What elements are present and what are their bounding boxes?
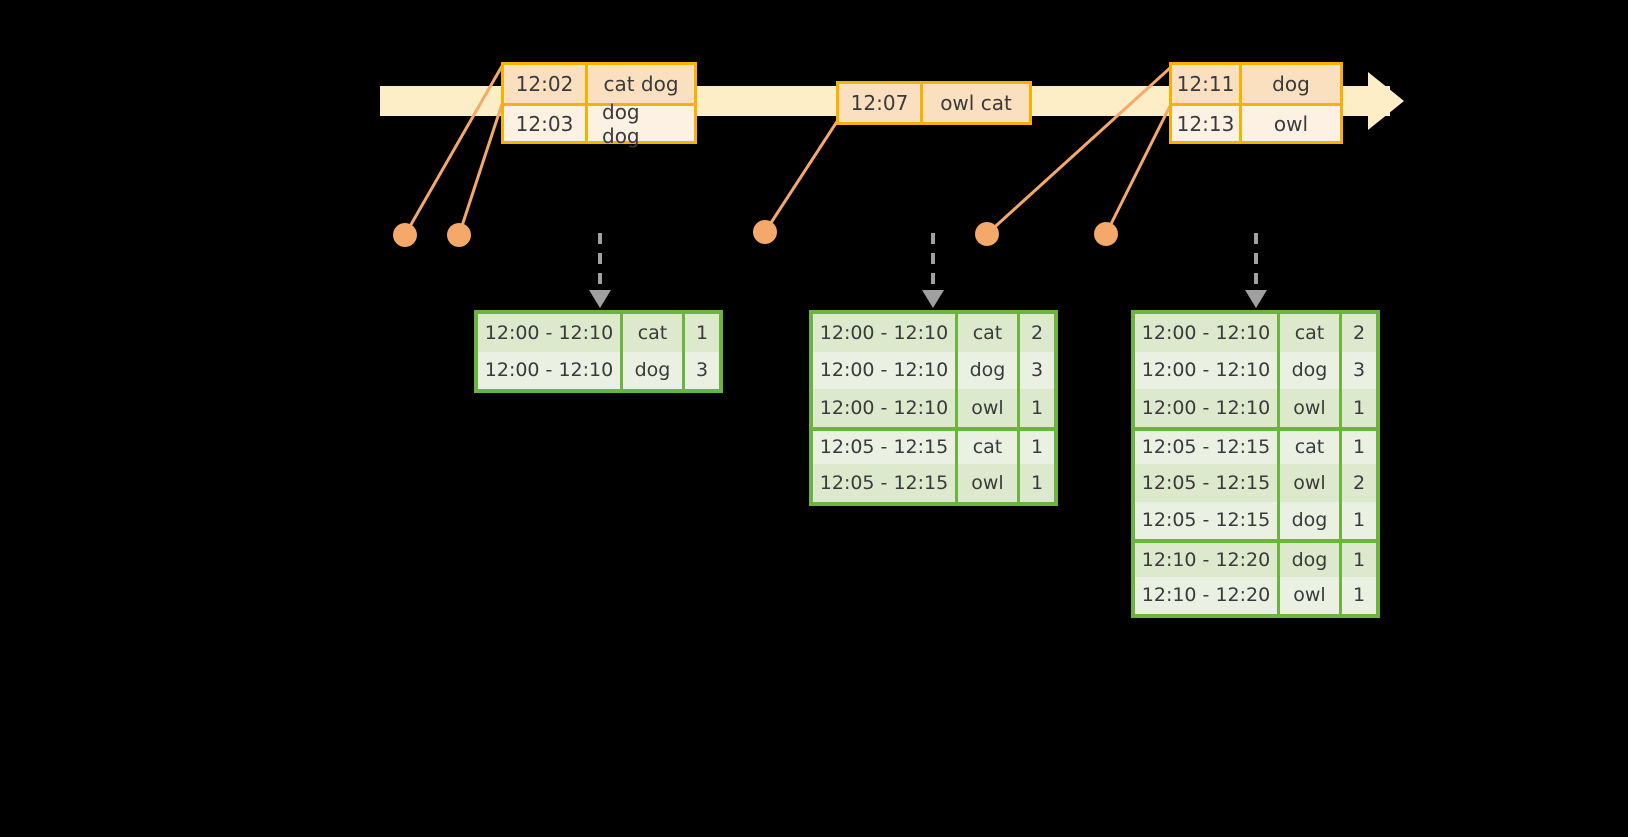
connector-line bbox=[763, 119, 840, 233]
event-words: owl bbox=[1273, 111, 1309, 136]
connector-dot bbox=[753, 220, 777, 244]
connector-line bbox=[1104, 105, 1172, 235]
event-row: 12:07 owl cat bbox=[839, 84, 1029, 122]
cell-word: dog bbox=[958, 351, 1020, 389]
event-words: cat dog bbox=[603, 72, 679, 96]
cell-word: owl bbox=[1280, 576, 1342, 614]
cell-window: 12:10 - 12:20 bbox=[1135, 543, 1280, 577]
cell-count: 1 bbox=[1030, 396, 1044, 419]
cell-window: 12:10 - 12:20 bbox=[1135, 576, 1280, 614]
cell-count: 1 bbox=[1352, 509, 1366, 532]
cell-count: 1 bbox=[1352, 396, 1366, 419]
event-time: 12:13 bbox=[1172, 106, 1242, 141]
cell-window: 12:05 - 12:15 bbox=[1135, 464, 1280, 502]
cell-window: 12:05 - 12:15 bbox=[813, 430, 958, 464]
cell-count: 1 bbox=[1352, 584, 1366, 607]
cell-word: dog bbox=[623, 351, 685, 389]
event-words: dog dog bbox=[602, 99, 640, 148]
cell-window: 12:00 - 12:10 bbox=[1135, 351, 1280, 389]
event-row: 12:02 cat dog bbox=[504, 65, 694, 103]
cell-count: 2 bbox=[1352, 471, 1366, 494]
cell-count: 1 bbox=[1030, 436, 1044, 459]
cell-count: 1 bbox=[1030, 471, 1044, 494]
cell-window: 12:00 - 12:10 bbox=[813, 389, 958, 427]
cell-window: 12:00 - 12:10 bbox=[478, 351, 623, 389]
event-time: 12:03 bbox=[504, 106, 588, 141]
event-words: owl cat bbox=[940, 91, 1012, 115]
event-box-1: 12:02 cat dog 12:03 dog dog bbox=[501, 62, 697, 148]
connector-dot bbox=[1094, 222, 1118, 246]
cell-word: dog bbox=[1280, 543, 1342, 577]
event-box-2: 12:07 owl cat bbox=[836, 81, 1032, 125]
event-box-3: 12:11 dog 12:13 owl bbox=[1169, 62, 1343, 144]
flow-arrow-head-icon bbox=[589, 290, 611, 308]
cell-window: 12:00 - 12:10 bbox=[478, 314, 623, 352]
connector-dot bbox=[393, 223, 417, 247]
connector-dot bbox=[975, 222, 999, 246]
event-row: 12:03 dog dog bbox=[504, 99, 694, 148]
cell-count: 2 bbox=[1030, 321, 1044, 344]
event-time: 12:11 bbox=[1172, 65, 1242, 103]
cell-count: 3 bbox=[1352, 359, 1366, 382]
cell-count: 2 bbox=[1352, 321, 1366, 344]
cell-window: 12:00 - 12:10 bbox=[813, 314, 958, 352]
flow-arrow-head-icon bbox=[1245, 290, 1267, 308]
event-time: 12:07 bbox=[839, 84, 923, 122]
cell-word: owl bbox=[958, 389, 1020, 427]
cell-word: dog bbox=[1280, 501, 1342, 539]
cell-window: 12:05 - 12:15 bbox=[813, 464, 958, 502]
cell-word: owl bbox=[1280, 389, 1342, 427]
cell-word: cat bbox=[958, 314, 1020, 352]
flow-arrow-head-icon bbox=[922, 290, 944, 308]
cell-word: owl bbox=[1280, 464, 1342, 502]
cell-word: dog bbox=[1280, 351, 1342, 389]
event-time: 12:02 bbox=[504, 65, 588, 103]
cell-window: 12:00 - 12:10 bbox=[1135, 314, 1280, 352]
cell-window: 12:00 - 12:10 bbox=[813, 351, 958, 389]
cell-word: cat bbox=[958, 430, 1020, 464]
timeline-arrowhead-icon bbox=[1368, 72, 1404, 130]
cell-word: cat bbox=[623, 314, 685, 352]
event-words: dog bbox=[1272, 72, 1310, 96]
cell-word: owl bbox=[958, 464, 1020, 502]
cell-window: 12:00 - 12:10 bbox=[1135, 389, 1280, 427]
cell-window: 12:05 - 12:15 bbox=[1135, 501, 1280, 539]
cell-count: 1 bbox=[1352, 548, 1366, 571]
cell-count: 1 bbox=[1352, 436, 1366, 459]
cell-word: cat bbox=[1280, 314, 1342, 352]
cell-window: 12:05 - 12:15 bbox=[1135, 430, 1280, 464]
cell-count: 3 bbox=[695, 359, 709, 382]
connector-dot bbox=[447, 223, 471, 247]
cell-count: 1 bbox=[695, 321, 709, 344]
event-row: 12:11 dog bbox=[1172, 65, 1340, 103]
event-row: 12:13 owl bbox=[1172, 103, 1340, 141]
cell-word: cat bbox=[1280, 430, 1342, 464]
cell-count: 3 bbox=[1030, 359, 1044, 382]
connector-line bbox=[457, 103, 504, 236]
